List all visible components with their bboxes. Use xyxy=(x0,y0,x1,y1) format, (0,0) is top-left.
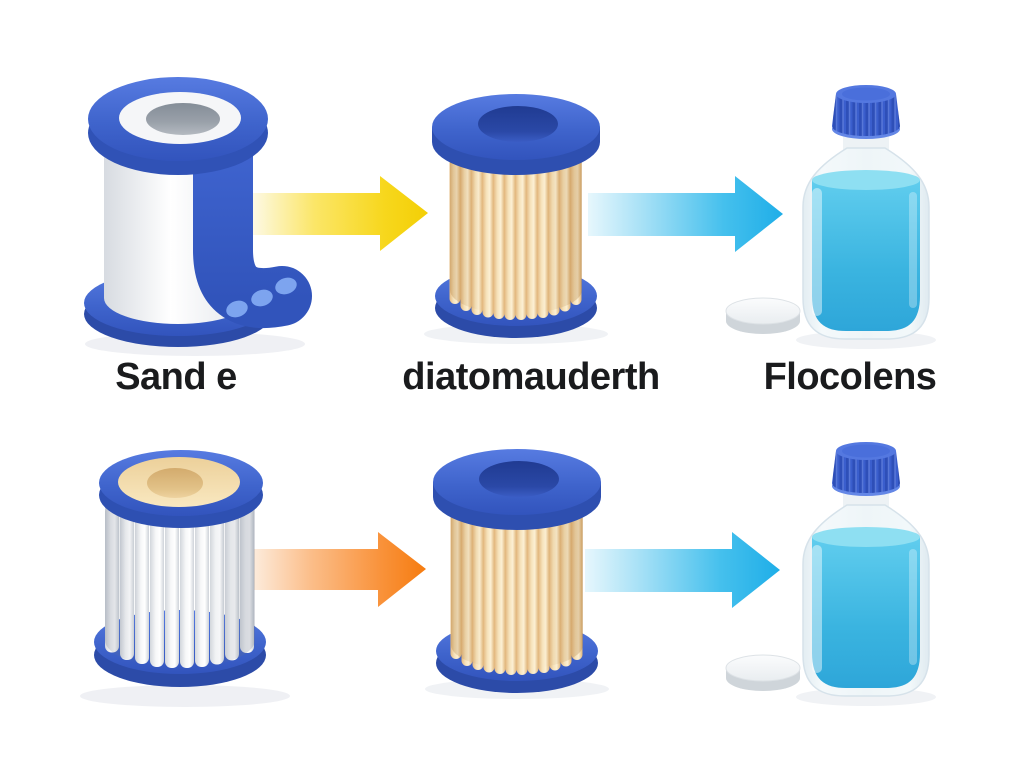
pleated-cartridge-icon xyxy=(424,94,608,344)
bottle-with-tablet-icon xyxy=(725,85,936,349)
caption-flocculants: Flocolens xyxy=(763,356,937,398)
caption-diatomaceous: diatomauderth xyxy=(402,356,660,398)
glass-highlight-right xyxy=(909,192,917,308)
orange-arrow-icon xyxy=(248,532,426,607)
pleated-cartridge-icon-2 xyxy=(425,449,609,699)
spool-core-hole xyxy=(146,103,220,135)
tube-dots xyxy=(226,277,297,318)
bottle-cap-ribs xyxy=(832,94,900,136)
white-pleated-filter-icon xyxy=(80,450,290,707)
bottle-liquid xyxy=(812,180,920,331)
filter-shadow xyxy=(80,685,290,707)
filter-body-shading xyxy=(105,507,255,668)
filter-spool-icon xyxy=(84,77,312,356)
liquid-surface xyxy=(812,170,920,190)
bottle-cap-top-inner xyxy=(842,87,890,101)
filter-cream-hole xyxy=(147,468,203,498)
cartridge-body-shading xyxy=(450,152,582,314)
cartridge-hole xyxy=(478,106,558,142)
cyan-arrow-icon-2 xyxy=(585,532,780,608)
caption-sand-filter: Sand e xyxy=(115,356,237,398)
yellow-arrow-icon xyxy=(253,176,428,251)
cyan-arrow-icon xyxy=(588,176,783,252)
tablet-top xyxy=(725,297,801,325)
glass-highlight-left xyxy=(812,188,822,316)
